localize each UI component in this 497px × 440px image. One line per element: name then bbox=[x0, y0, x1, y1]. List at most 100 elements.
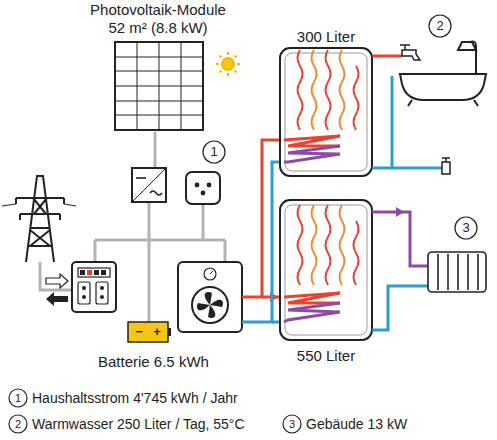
heat-pump bbox=[192, 287, 228, 323]
power-pylon bbox=[16, 198, 64, 220]
bathtub bbox=[408, 100, 478, 106]
electricity-meter bbox=[87, 270, 92, 275]
supply-pipe bbox=[242, 140, 284, 297]
storage-tank bbox=[280, 200, 372, 340]
faucet bbox=[442, 162, 450, 174]
return-pipe bbox=[242, 162, 284, 322]
electricity-meter bbox=[101, 270, 106, 275]
node-label: Batterie 6.5 kWh bbox=[98, 353, 198, 370]
battery bbox=[128, 322, 168, 342]
callout-number: 1 bbox=[15, 392, 21, 405]
heat-exchanger-coil bbox=[284, 303, 340, 322]
return-pipe bbox=[242, 162, 284, 322]
power-socket bbox=[201, 191, 206, 196]
battery-pole: − bbox=[135, 325, 143, 340]
faucet bbox=[400, 45, 410, 50]
heat-pump bbox=[204, 268, 216, 280]
heat-wave bbox=[326, 50, 331, 130]
pv-title: Photovoltaik-Module bbox=[90, 1, 226, 18]
faucet bbox=[402, 50, 420, 60]
electricity-meter bbox=[94, 270, 99, 275]
callout-circle bbox=[429, 15, 451, 37]
callout-number: 2 bbox=[15, 418, 21, 431]
heat-pump bbox=[178, 262, 242, 332]
bathtub bbox=[400, 74, 486, 100]
power-pylon bbox=[2, 204, 76, 206]
power-pylon bbox=[2, 176, 76, 262]
heating-return bbox=[372, 286, 428, 330]
electricity-meter bbox=[82, 295, 86, 299]
radiator bbox=[428, 252, 486, 292]
electricity-meter bbox=[72, 262, 116, 312]
power-pylon bbox=[28, 198, 52, 246]
heat-wave bbox=[326, 205, 331, 285]
heating-supply bbox=[372, 212, 428, 266]
electricity-meter bbox=[72, 262, 116, 312]
callout-number: 2 bbox=[436, 19, 443, 34]
electric-wire bbox=[154, 132, 157, 168]
heat-wave bbox=[340, 205, 345, 285]
storage-tank: 300 Liter bbox=[280, 28, 372, 176]
inverter bbox=[136, 177, 146, 179]
inverter bbox=[132, 168, 166, 202]
sun bbox=[216, 52, 240, 76]
pipe-arrow bbox=[396, 207, 404, 217]
inverter bbox=[132, 168, 166, 202]
legend-text: Gebäude 13 kW bbox=[306, 416, 407, 432]
battery-pole: + bbox=[153, 325, 161, 340]
electricity-meter bbox=[96, 282, 108, 304]
electric-wire bbox=[224, 240, 227, 262]
sun bbox=[222, 58, 234, 70]
pv-size: 52 m² (8.8 kW) bbox=[108, 19, 207, 36]
callout-number: 3 bbox=[289, 418, 295, 431]
hot-water-pipe bbox=[372, 55, 402, 58]
pv-panel bbox=[115, 42, 203, 130]
electric-wire bbox=[94, 240, 97, 262]
storage-tank bbox=[280, 48, 372, 176]
faucet bbox=[442, 158, 450, 162]
heating-supply bbox=[372, 212, 428, 266]
radiator bbox=[438, 254, 478, 290]
heat-wave bbox=[340, 50, 345, 130]
heat-wave bbox=[298, 50, 303, 130]
callout-number: 1 bbox=[210, 145, 217, 160]
electricity-meter bbox=[78, 268, 110, 277]
electric-wire bbox=[148, 202, 151, 240]
heat-exchanger-coil bbox=[284, 136, 340, 146]
heat-exchanger-coil bbox=[284, 136, 340, 322]
heat-wave bbox=[312, 205, 317, 285]
electric-wire bbox=[148, 240, 151, 322]
storage-tank: 550 Liter bbox=[280, 200, 372, 364]
electric-wire bbox=[202, 204, 205, 240]
power-socket bbox=[186, 172, 220, 204]
inverter bbox=[132, 168, 166, 202]
heat-wave bbox=[354, 221, 359, 285]
heat-pump bbox=[197, 292, 223, 318]
power-socket bbox=[207, 183, 212, 188]
bathtub bbox=[400, 42, 486, 107]
heat-wave bbox=[354, 66, 359, 130]
flow-arrow bbox=[46, 274, 68, 288]
electricity-meter bbox=[100, 295, 104, 299]
callout-number: 3 bbox=[462, 221, 469, 236]
pv-panel bbox=[115, 42, 203, 130]
pv-panel bbox=[115, 57, 203, 115]
electricity-meter bbox=[100, 286, 104, 290]
cold-water-pipe bbox=[391, 76, 394, 168]
power-socket bbox=[186, 172, 220, 204]
battery: Batterie 6.5 kWh bbox=[98, 318, 198, 370]
battery bbox=[128, 322, 171, 342]
legend-text: Warmwasser 250 Liter / Tag, 55°C bbox=[32, 416, 245, 432]
legend-text: Haushaltsstrom 4'745 kWh / Jahr bbox=[32, 390, 238, 406]
storage-tank bbox=[285, 53, 367, 171]
node-label: 300 Liter bbox=[280, 28, 372, 45]
power-socket bbox=[195, 183, 200, 188]
faucet bbox=[400, 45, 450, 174]
sun bbox=[216, 52, 240, 76]
storage-tank bbox=[285, 205, 367, 335]
heat-wave bbox=[312, 50, 317, 130]
callout-circle bbox=[9, 389, 27, 407]
callout-circle bbox=[203, 141, 225, 163]
storage-tank bbox=[280, 48, 372, 340]
